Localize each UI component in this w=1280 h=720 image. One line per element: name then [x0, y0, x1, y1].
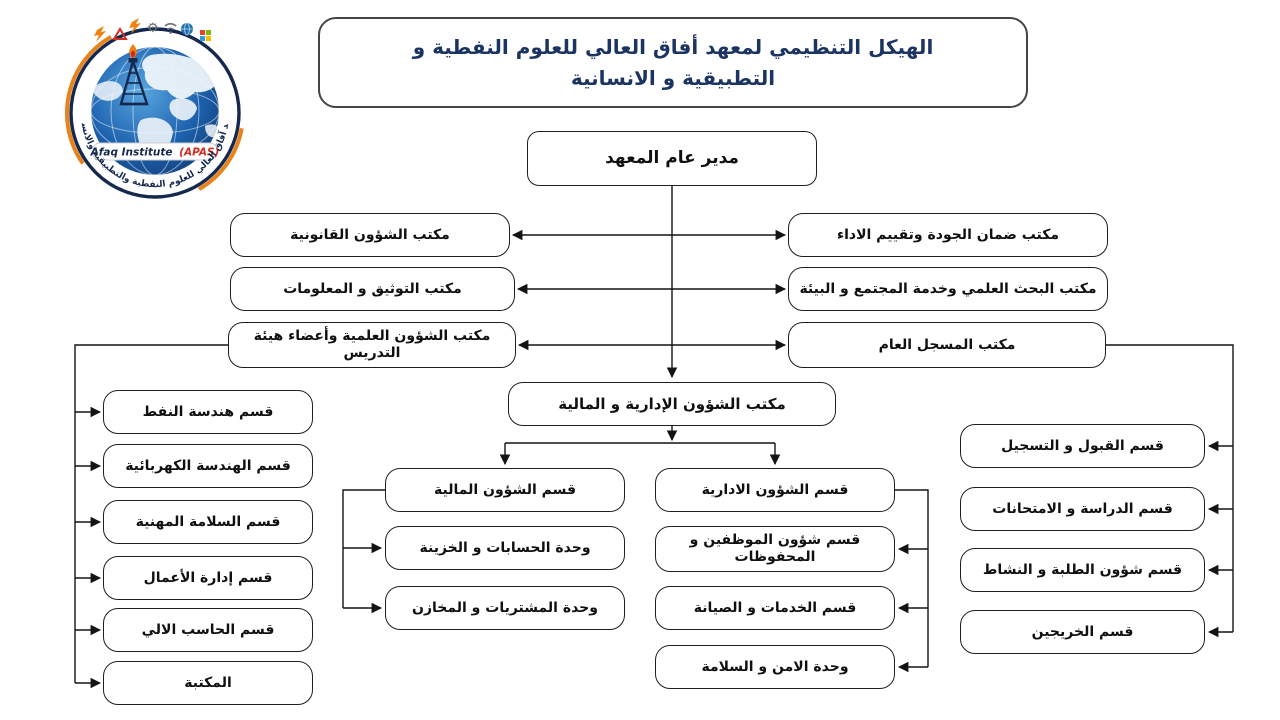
- node-exams-dept: قسم الدراسة و الامتحانات: [960, 487, 1205, 531]
- node-safety-dept: قسم السلامة المهنية: [103, 500, 313, 544]
- logo-abbr: (APAS): [179, 147, 219, 159]
- lightning-icon: [94, 26, 106, 42]
- node-security-unit: وحدة الامن و السلامة: [655, 645, 895, 689]
- node-scientific-affairs-office: مكتب الشؤون العلمية وأعضاء هيئة التدريس: [228, 322, 516, 368]
- node-finance-dept: قسم الشؤون المالية: [385, 468, 625, 512]
- node-admissions-dept: قسم القبول و التسجيل: [960, 424, 1205, 468]
- node-library: المكتبة: [103, 661, 313, 705]
- node-computer-dept: قسم الحاسب الالي: [103, 608, 313, 652]
- node-students-dept: قسم شؤون الطلبة و النشاط: [960, 548, 1205, 592]
- globe-icon: [181, 22, 193, 36]
- institute-logo: Afaq Institute (APAS) معهد آفاق العالي ل…: [55, 8, 244, 199]
- windows-icon: [200, 30, 211, 41]
- svg-text:Afaq Institute (APAS): Afaq Institute (APAS): [90, 147, 220, 159]
- node-admin-finance-office: مكتب الشؤون الإدارية و المالية: [508, 382, 836, 426]
- node-petroleum-dept: قسم هندسة النفط: [103, 390, 313, 434]
- warning-triangle-icon: [112, 27, 128, 40]
- wifi-icon: [164, 23, 177, 34]
- logo-ring: [64, 27, 244, 199]
- node-accounts-unit: وحدة الحسابات و الخزينة: [385, 526, 625, 570]
- lightning-icon: [129, 18, 141, 34]
- node-personnel-dept: قسم شؤون الموظفين و المحفوظات: [655, 526, 895, 572]
- node-services-dept: قسم الخدمات و الصيانة: [655, 586, 895, 630]
- node-director: مدير عام المعهد: [527, 131, 817, 186]
- logo-icons: ⚙: [94, 18, 211, 42]
- logo-banner: Afaq Institute (APAS): [90, 142, 220, 161]
- logo-name-en: Afaq Institute: [90, 147, 173, 159]
- node-purchasing-unit: وحدة المشتريات و المخازن: [385, 586, 625, 630]
- node-electrical-dept: قسم الهندسة الكهربائية: [103, 444, 313, 488]
- node-registrar-office: مكتب المسجل العام: [788, 322, 1106, 368]
- node-business-dept: قسم إدارة الأعمال: [103, 556, 313, 600]
- node-research-community-office: مكتب البحث العلمي وخدمة المجتمع و البيئة: [788, 267, 1108, 311]
- page-title: الهيكل التنظيمي لمعهد أفاق العالي للعلوم…: [318, 17, 1028, 108]
- node-legal-affairs-office: مكتب الشؤون القانونية: [230, 213, 510, 257]
- node-graduates-dept: قسم الخريجين: [960, 610, 1205, 654]
- oil-derrick-icon: [119, 44, 149, 106]
- node-admin-dept: قسم الشؤون الادارية: [655, 468, 895, 512]
- gear-icon: ⚙: [147, 21, 159, 36]
- node-documentation-office: مكتب التوثيق و المعلومات: [230, 267, 515, 311]
- node-quality-assurance-office: مكتب ضمان الجودة وتقييم الاداء: [788, 213, 1108, 257]
